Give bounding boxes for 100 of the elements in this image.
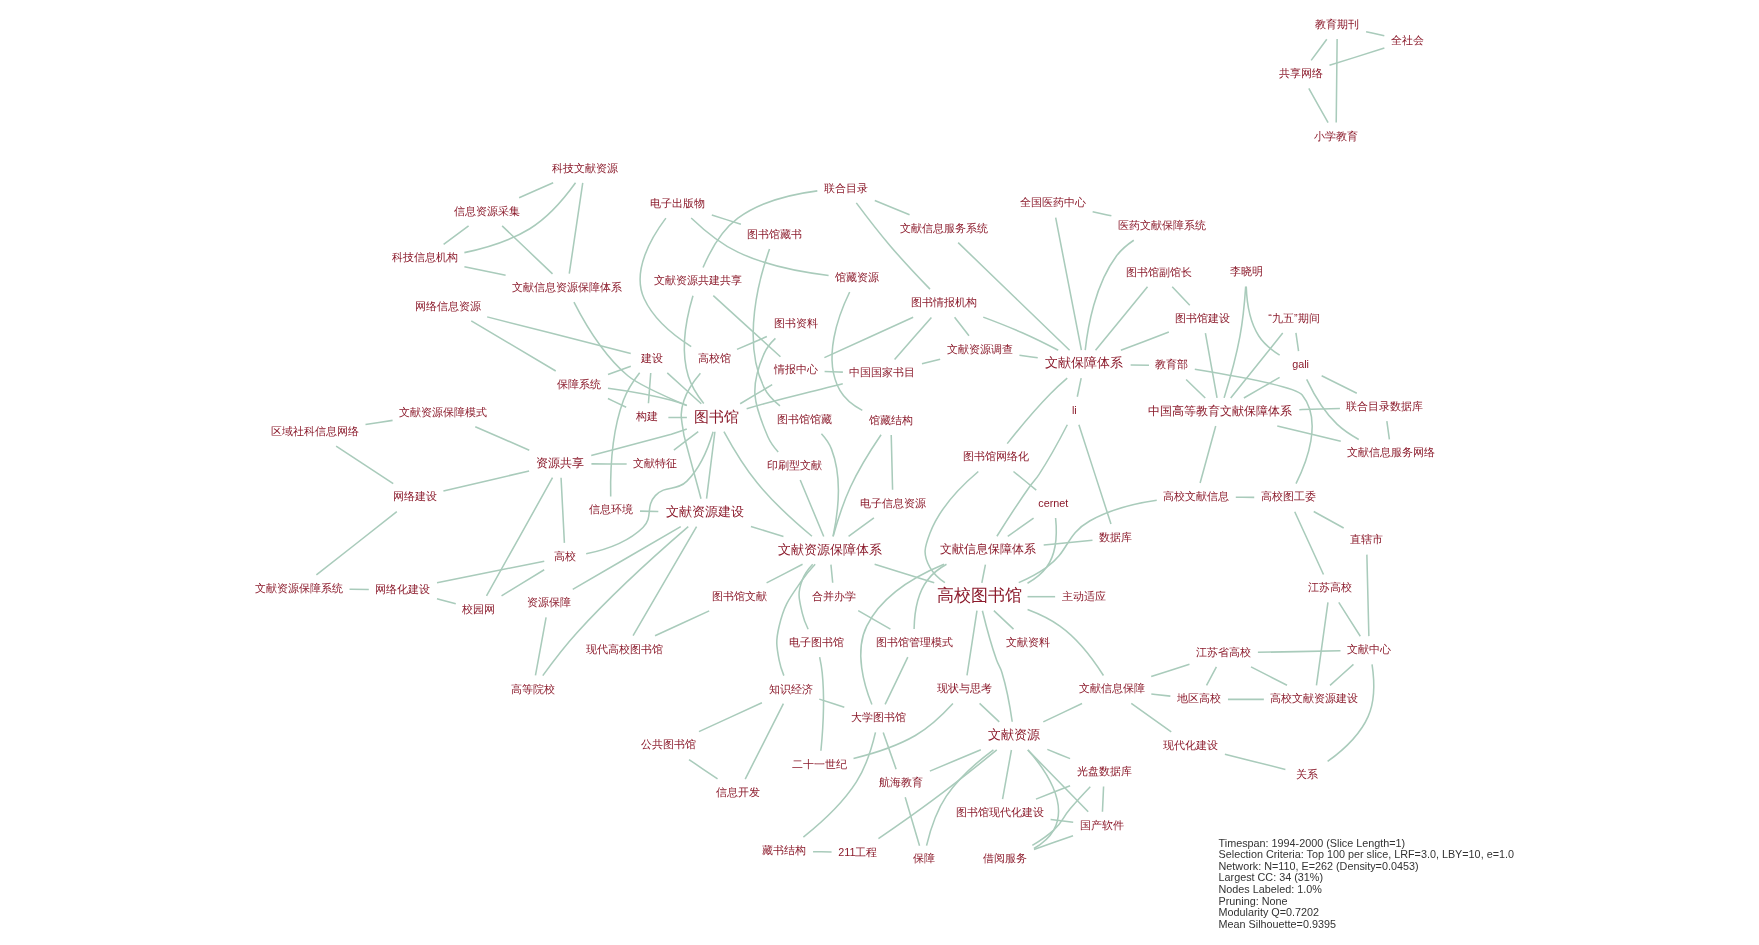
node-text: 电子出版物 bbox=[650, 196, 706, 209]
connector bbox=[609, 372, 641, 498]
connector bbox=[1335, 38, 1338, 124]
node-text: 文献资源保障模式 bbox=[399, 405, 488, 418]
node-text: 高校 bbox=[554, 549, 577, 562]
connector bbox=[1199, 425, 1217, 484]
connector bbox=[750, 525, 785, 538]
connector bbox=[1018, 354, 1039, 359]
connector bbox=[925, 749, 995, 847]
connector bbox=[1227, 698, 1265, 701]
node-text: 二十一世纪 bbox=[791, 757, 847, 770]
connector bbox=[929, 748, 982, 772]
node-text: 文献信息保障 bbox=[1078, 682, 1145, 695]
node-text: 文献资料 bbox=[1006, 635, 1051, 648]
node-text: 印刷型文献 bbox=[766, 458, 822, 471]
connector bbox=[712, 294, 782, 358]
node-text: 区域社科信息网络 bbox=[270, 424, 359, 437]
node-text: 情报中心 bbox=[773, 363, 818, 376]
node-text: 公共图书馆 bbox=[640, 738, 696, 751]
connector bbox=[364, 419, 394, 426]
connector bbox=[683, 294, 705, 405]
connector bbox=[723, 430, 813, 538]
connector bbox=[739, 383, 773, 405]
label: Largest CC: 34 (31%) bbox=[1218, 871, 1323, 884]
node-text: 借阅服务 bbox=[983, 852, 1028, 865]
label: Pruning: None bbox=[1218, 894, 1288, 907]
connector bbox=[442, 225, 470, 246]
node-text: 文献信息资源保障体系 bbox=[512, 280, 623, 293]
connector bbox=[1042, 702, 1083, 723]
connector bbox=[1012, 470, 1037, 491]
connector bbox=[335, 445, 394, 485]
node-text: 现代高校图书馆 bbox=[586, 642, 664, 655]
node-text: 高校文献信息 bbox=[1163, 489, 1230, 502]
node-text: 江苏省高校 bbox=[1196, 645, 1252, 658]
node-text: 中国国家书目 bbox=[849, 366, 916, 379]
node-text: 图书馆藏书 bbox=[747, 228, 803, 241]
node-text: 高校文献资源建设 bbox=[1270, 692, 1359, 705]
connector bbox=[1224, 753, 1287, 771]
connector bbox=[1026, 749, 1089, 813]
connector bbox=[1243, 376, 1281, 399]
node-text: 校园网 bbox=[462, 602, 496, 615]
connector bbox=[632, 525, 698, 637]
connector bbox=[573, 301, 688, 407]
connector bbox=[996, 424, 1069, 538]
connector bbox=[698, 702, 763, 733]
connector bbox=[1006, 377, 1068, 445]
node-text: 文献信息服务系统 bbox=[899, 221, 988, 234]
connector bbox=[823, 316, 914, 359]
node-text: “九五”期间 bbox=[1268, 311, 1320, 324]
node-text: 高校馆 bbox=[697, 352, 731, 365]
connector bbox=[607, 387, 688, 406]
node-text: 图书情报机构 bbox=[910, 296, 977, 309]
connector bbox=[1295, 332, 1300, 352]
connector bbox=[831, 291, 864, 412]
node-text: 信息资源采集 bbox=[454, 204, 521, 217]
node-text: 文献资源共建共享 bbox=[653, 274, 742, 287]
connector bbox=[1185, 378, 1206, 399]
connector bbox=[463, 265, 507, 276]
connector bbox=[1223, 285, 1247, 399]
node-text: 保障系统 bbox=[557, 377, 602, 390]
connector bbox=[1150, 663, 1191, 678]
label: Nodes Labeled: 1.0% bbox=[1218, 882, 1322, 895]
node-text: 医药文献保障系统 bbox=[1118, 219, 1207, 232]
connector bbox=[1076, 377, 1082, 398]
connector bbox=[568, 182, 584, 275]
connector bbox=[1257, 650, 1342, 654]
connector bbox=[1094, 286, 1149, 351]
connector bbox=[1007, 517, 1035, 538]
node-text: 文献资源保障系统 bbox=[254, 581, 343, 594]
connector bbox=[590, 428, 688, 457]
node-text: 信息开发 bbox=[716, 785, 761, 798]
connector bbox=[855, 202, 931, 290]
connector bbox=[1308, 87, 1329, 124]
node-text: 馆藏结构 bbox=[868, 413, 913, 426]
connector bbox=[893, 316, 933, 361]
node-text: 全社会 bbox=[1390, 33, 1424, 46]
connector bbox=[1130, 702, 1172, 733]
connector bbox=[1017, 499, 1158, 584]
connector bbox=[1031, 785, 1092, 847]
connector bbox=[765, 563, 804, 584]
connector bbox=[1054, 216, 1083, 351]
node-text: li bbox=[1071, 403, 1077, 416]
connector bbox=[667, 416, 688, 419]
connector bbox=[1293, 510, 1325, 576]
connector bbox=[1312, 510, 1345, 529]
node-text: 构建 bbox=[636, 410, 659, 423]
node-text: 图书馆 bbox=[694, 407, 740, 425]
connector bbox=[799, 479, 825, 538]
connector bbox=[1078, 423, 1112, 525]
connector bbox=[702, 190, 819, 269]
node-text: 数据库 bbox=[1099, 530, 1133, 543]
connector bbox=[884, 656, 909, 706]
node-text: 网络化建设 bbox=[375, 582, 431, 595]
node-text: 信息环境 bbox=[589, 503, 634, 516]
connector bbox=[705, 430, 716, 500]
connector bbox=[823, 370, 844, 373]
node-text: 合并办学 bbox=[812, 589, 857, 602]
connector bbox=[745, 382, 844, 410]
connector bbox=[754, 337, 779, 453]
node-text: 小学教育 bbox=[1314, 129, 1359, 142]
